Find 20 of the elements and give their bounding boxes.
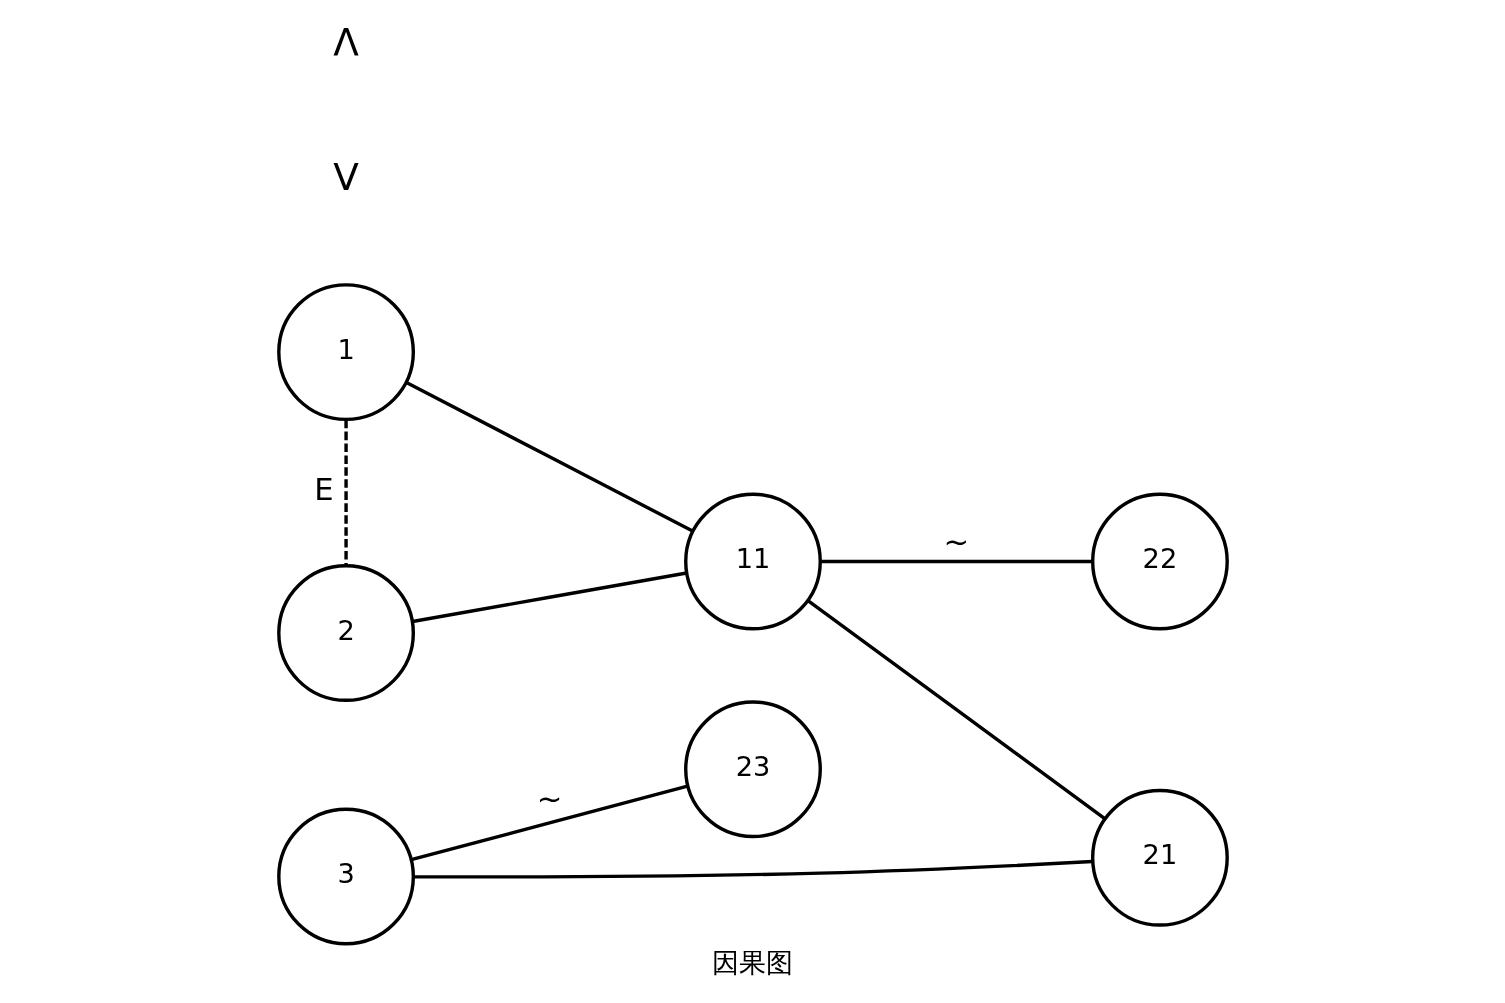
connector: [411, 571, 687, 624]
edge-label: E: [313, 472, 334, 508]
label: V: [332, 154, 359, 199]
connector: [806, 599, 1106, 821]
node-circle: 1: [276, 283, 415, 422]
caption: 因果图: [712, 947, 793, 979]
node-circle: 2: [276, 564, 415, 702]
edge-label: ~: [943, 523, 969, 559]
node-circle: 3: [276, 807, 415, 946]
connector: [413, 859, 1092, 879]
label: Λ: [332, 20, 359, 65]
node-circle: 21: [1090, 788, 1229, 927]
edge-label: ~: [536, 781, 562, 817]
connector: [410, 784, 688, 862]
node-circle: 22: [1090, 492, 1229, 631]
connector: [819, 559, 1093, 564]
node-circle: 11: [683, 492, 822, 631]
connector: [343, 419, 348, 566]
node-circle: 23: [683, 700, 822, 839]
connector: [405, 381, 693, 533]
